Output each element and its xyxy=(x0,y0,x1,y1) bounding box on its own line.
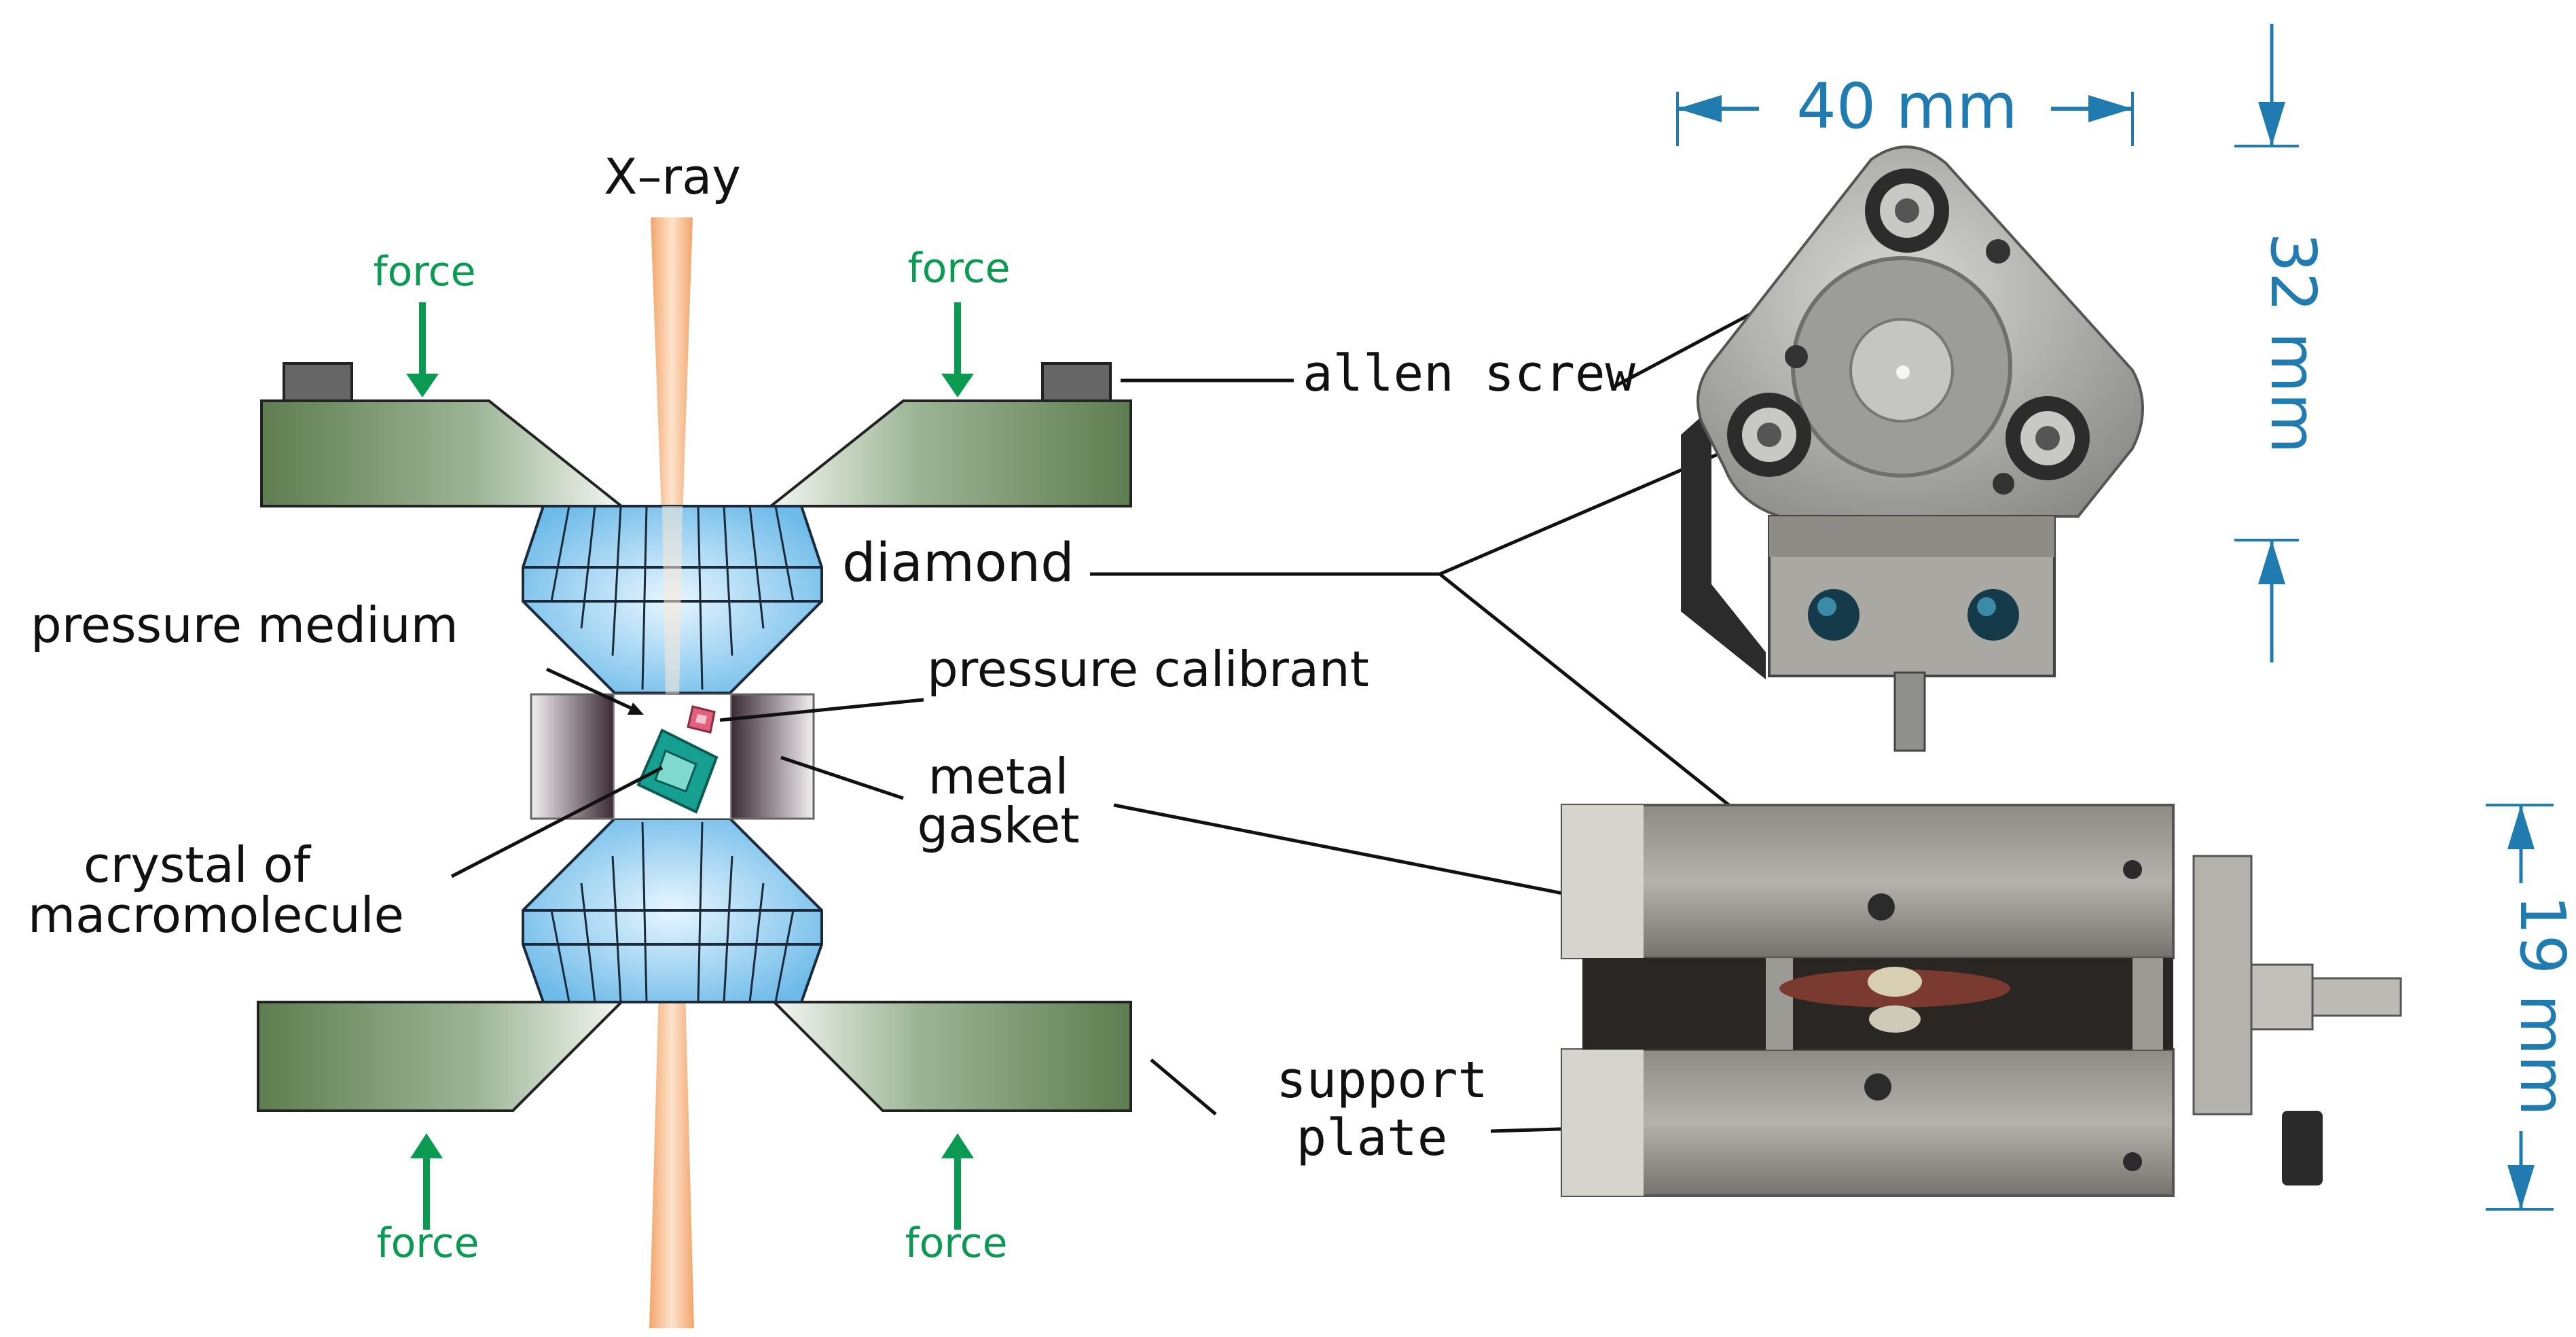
cell-top-view-photo xyxy=(1681,145,2144,752)
height-dimension-label: 32 mm xyxy=(2257,232,2329,454)
pressure-calibrant-label: pressure calibrant xyxy=(927,641,1369,698)
force-label-bottom-left: force xyxy=(376,1219,479,1267)
cell-side-view-photo xyxy=(1561,804,2402,1197)
force-arrow-top-right xyxy=(941,302,974,397)
force-arrow-bottom-left xyxy=(410,1133,443,1230)
force-label-top-right: force xyxy=(907,245,1010,292)
pressure-calibrant-leader xyxy=(719,698,924,722)
lower-diamond-anvil xyxy=(522,817,823,1003)
macromolecule-crystal xyxy=(636,728,719,814)
crystal-label-line1: crystal of xyxy=(84,836,312,893)
top-left-plate xyxy=(260,399,625,507)
metal-gasket-right xyxy=(729,693,815,820)
width-dimension-label: 40 mm xyxy=(1796,70,2018,143)
force-label-bottom-right: force xyxy=(905,1219,1007,1267)
force-arrow-bottom-right xyxy=(941,1133,974,1230)
dimension-width xyxy=(1676,92,2134,146)
dimension-thickness xyxy=(2486,804,2554,1211)
top-right-plate xyxy=(767,399,1132,507)
pressure-medium-arrowhead xyxy=(628,702,644,715)
force-label-top-left: force xyxy=(373,248,475,296)
support-plate-label-line1: support xyxy=(1276,1051,1488,1109)
support-plate-leader-left xyxy=(1150,1058,1217,1116)
metal-gasket-label-line2: gasket xyxy=(918,797,1080,854)
xray-label: X–ray xyxy=(604,148,741,205)
force-arrow-top-left xyxy=(406,302,439,397)
thickness-dimension-label: 19 mm xyxy=(2506,895,2576,1116)
metal-gasket-label-line1: metal xyxy=(928,748,1069,805)
pressure-calibrant-ruby xyxy=(687,705,716,734)
crystal-label-line2: macromolecule xyxy=(28,887,404,944)
support-plate-label-line2: plate xyxy=(1296,1109,1448,1167)
bottom-right-plate xyxy=(771,1001,1132,1112)
dimension-height xyxy=(2234,24,2299,662)
bottom-left-plate xyxy=(257,1001,625,1112)
allen-screw-label: allen screw xyxy=(1303,344,1636,403)
crystal-leader xyxy=(450,766,664,878)
metal-gasket-leader xyxy=(780,755,904,800)
pressure-medium-leader xyxy=(545,667,636,712)
diamond-label: diamond xyxy=(842,533,1074,594)
allen-screw-head-left xyxy=(283,362,353,402)
pressure-medium-label: pressure medium xyxy=(31,596,458,654)
xray-beam xyxy=(649,217,694,1328)
allen-screw-head-right xyxy=(1041,362,1112,402)
